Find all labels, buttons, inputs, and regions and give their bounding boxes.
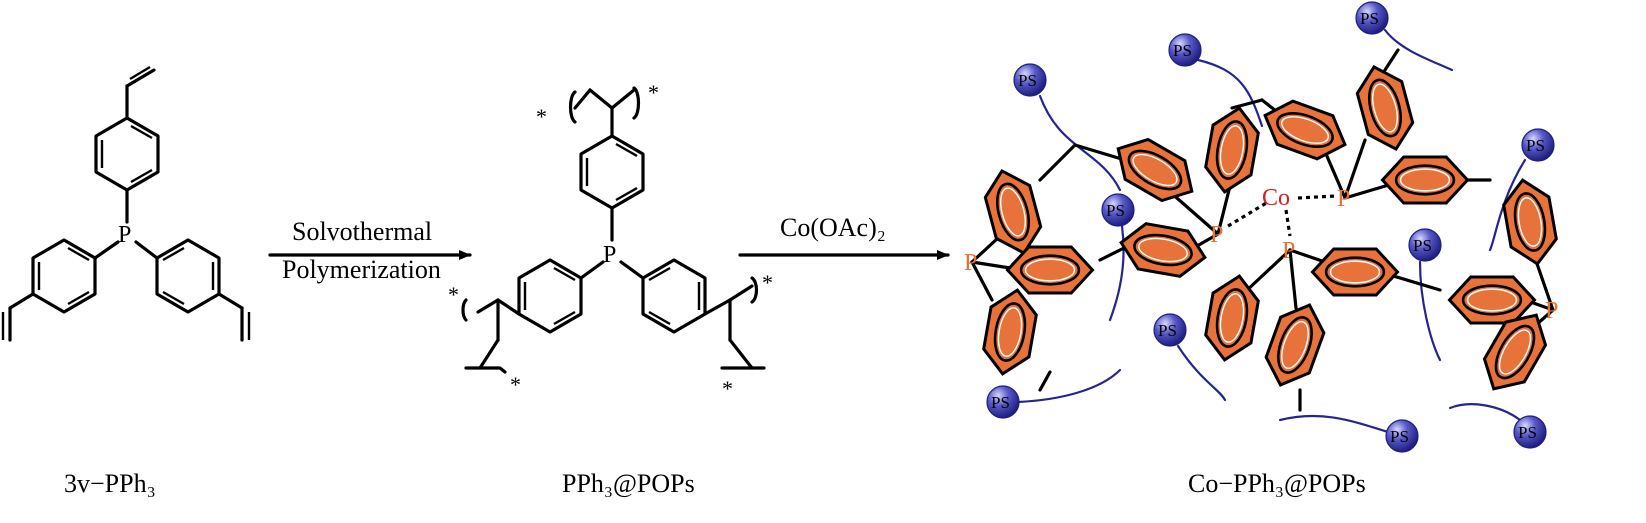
cobalt-label: Co	[1262, 185, 1290, 211]
phenyl-ring	[1380, 155, 1470, 205]
svg-text:PS: PS	[1173, 41, 1192, 60]
svg-text:PS: PS	[1106, 201, 1125, 220]
svg-text:PS: PS	[1158, 321, 1177, 340]
bond	[1038, 143, 1077, 182]
phenyl-ring	[1116, 137, 1194, 203]
arrow-label-cobalt-acetate: Co(OAc)₂	[780, 213, 886, 242]
polymer-chain	[1108, 224, 1125, 322]
phosphorus-label: P	[1210, 222, 1223, 248]
phenyl-ring	[1204, 274, 1260, 362]
polystyrene-sphere: PS	[1408, 228, 1442, 262]
bond	[970, 236, 1000, 264]
phenyl-ring	[1447, 275, 1537, 325]
complex-label: Co−PPh₃@POPs	[1188, 469, 1366, 498]
polymer-end-mark: *	[722, 376, 733, 401]
bond	[1168, 190, 1220, 236]
bond	[1038, 370, 1052, 392]
polystyrene-sphere: PS	[1013, 63, 1047, 97]
svg-text:PS: PS	[1390, 427, 1409, 446]
bond	[1073, 143, 1127, 162]
polymer-chain	[1196, 58, 1264, 128]
phenyl-ring	[1264, 303, 1326, 387]
phenyl-ring	[1005, 245, 1095, 295]
phosphorus-label: P	[118, 222, 131, 248]
polystyrene-sphere: PS	[1153, 313, 1187, 347]
polymer-chain	[1383, 28, 1454, 72]
svg-text:PS: PS	[1360, 9, 1379, 28]
polymer-chain	[1418, 260, 1442, 362]
monomer-label: 3v−PPh₃	[64, 469, 156, 498]
coordination-bond	[1284, 209, 1292, 237]
polymer-chain	[1488, 158, 1527, 252]
polystyrene-sphere: PS	[1513, 415, 1547, 449]
svg-text:PS: PS	[1413, 236, 1432, 255]
polymer-end-mark: *	[536, 104, 547, 129]
polymer-chain	[1448, 403, 1522, 422]
polymer-chain	[1176, 344, 1227, 402]
phosphorus-label: P	[1545, 298, 1558, 324]
polymer-structure: * * * * * *	[448, 80, 773, 401]
phenyl-ring	[983, 168, 1043, 256]
polymer-end-mark: *	[510, 372, 521, 397]
polystyrene-sphere: PS	[986, 385, 1020, 419]
polymer-end-mark: *	[648, 80, 659, 105]
phenyl-ring	[1310, 247, 1400, 297]
svg-text:PS: PS	[1526, 136, 1545, 155]
phosphorus-label: P	[603, 242, 616, 268]
phosphorus-label: P	[964, 250, 977, 276]
polystyrene-sphere: PS	[1521, 128, 1555, 162]
bond	[970, 260, 994, 302]
polystyrene-sphere: PS	[1385, 419, 1419, 453]
polymer-chain	[1038, 94, 1122, 192]
phenyl-ring	[1204, 106, 1260, 194]
bond	[1288, 248, 1298, 310]
phosphorus-label: P	[1337, 186, 1350, 212]
polystyrene-sphere: PS	[1101, 193, 1135, 227]
phenyl-ring	[982, 288, 1038, 376]
bond	[1343, 138, 1367, 200]
bond	[1230, 98, 1264, 110]
bond	[1533, 256, 1555, 312]
polymer-label: PPh₃@POPs	[562, 469, 695, 498]
bond	[1288, 248, 1327, 264]
bond	[1343, 182, 1394, 200]
polymer-end-mark: *	[448, 282, 459, 307]
bond	[1383, 48, 1400, 72]
monomer-structure: P	[1, 65, 251, 342]
coordination-bond	[1297, 194, 1337, 200]
svg-text:PS: PS	[1018, 71, 1037, 90]
phenyl-ring	[1482, 313, 1548, 391]
polystyrene-sphere: PS	[1168, 33, 1202, 67]
svg-text:PS: PS	[991, 393, 1010, 412]
phenyl-ring	[1263, 99, 1347, 161]
phosphorus-label: P	[1282, 238, 1295, 264]
polymer-chain	[1278, 414, 1390, 434]
arrow-label-solvothermal: Solvothermal	[292, 217, 432, 246]
svg-text:PS: PS	[1518, 423, 1537, 442]
bond	[1243, 248, 1292, 294]
cobalt-complex-structure: PS PS PS PS PS PS PS PS PS PS P P P P P Co	[964, 1, 1558, 453]
phenyl-ring	[1119, 222, 1207, 278]
bond	[970, 260, 1012, 270]
arrow-label-polymerization: Polymerization	[282, 255, 441, 284]
phenyl-ring	[1502, 178, 1558, 266]
polymer-end-mark: *	[762, 270, 773, 295]
polystyrene-sphere: PS	[1355, 1, 1389, 35]
phenyl-ring	[1355, 64, 1415, 152]
polymer-chain	[1016, 368, 1122, 404]
